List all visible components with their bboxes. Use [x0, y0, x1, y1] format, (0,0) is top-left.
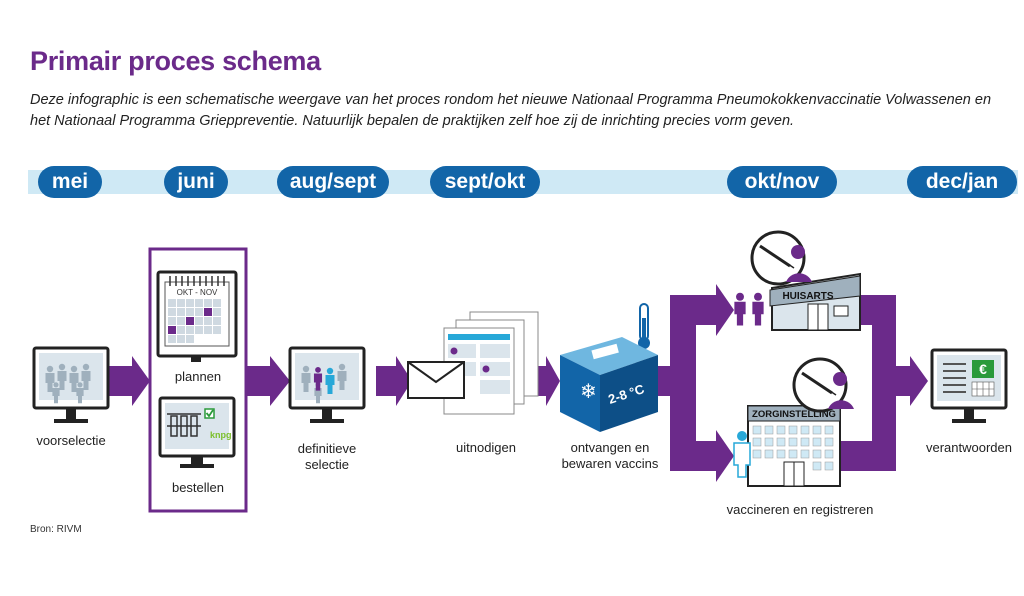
vaccine-cooler: ❄ 2-8 °C	[560, 337, 658, 432]
calendar-header: OKT - NOV	[177, 288, 218, 297]
month-dec-jan: dec/jan	[907, 166, 1017, 198]
pharmacy-logo: knpg	[210, 430, 232, 440]
vaccination-zorginstelling-icon	[792, 357, 854, 413]
arrow-uitnodigen-to-cooler	[536, 356, 560, 406]
label-vaccineren-registreren: vaccineren en registreren	[726, 502, 874, 517]
monitor-bestellen: knpg	[158, 396, 236, 468]
label-definitieve-line2: selectie	[304, 457, 350, 472]
monitor-voorselectie	[32, 346, 110, 423]
vaccine-vials-icon	[167, 413, 201, 437]
join-bottom	[840, 441, 890, 471]
month-sept-okt: sept/okt	[430, 166, 540, 198]
month-mei: mei	[38, 166, 102, 198]
month-aug-sept: aug/sept	[277, 166, 389, 198]
fork-vertical	[670, 295, 696, 471]
label-bestellen: bestellen	[171, 480, 225, 495]
monitor-definitieve-selectie	[288, 346, 366, 423]
checkbox-icon	[204, 408, 215, 419]
intro-text: Deze infographic is een schematische wee…	[30, 92, 992, 129]
arrow-to-huisarts	[696, 284, 734, 336]
thermometer-icon	[638, 303, 650, 349]
nurse-icon	[733, 431, 751, 478]
arrow-definitieve-to-uitnodigen	[376, 356, 412, 406]
calculator-icon	[971, 381, 995, 397]
label-plannen: plannen	[174, 369, 222, 384]
label-definitieve-selectie: definitieve selectie	[280, 441, 374, 473]
label-uitnodigen: uitnodigen	[456, 440, 516, 455]
zorginstelling-building: ZORGINSTELLING	[747, 405, 841, 487]
arrow-juni-to-definitieve	[246, 356, 290, 406]
huisarts-label: HUISARTS	[782, 291, 833, 302]
monitor-plannen: OKT - NOV	[156, 270, 238, 362]
zorginstelling-label: ZORGINSTELLING	[752, 409, 836, 420]
arrow-to-verantwoorden	[896, 356, 928, 406]
source-credit: Bron: RIVM	[30, 524, 82, 535]
label-ontvangen-bewaren: ontvangen en bewaren vaccins	[552, 440, 668, 472]
monitor-verantwoorden: €	[930, 348, 1008, 423]
label-ontvangen-line2: bewaren vaccins	[561, 456, 659, 471]
arrow-to-zorginstelling	[696, 430, 734, 482]
month-juni: juni	[164, 166, 228, 198]
svg-text:€: €	[979, 361, 987, 377]
calendar-icon: OKT - NOV	[164, 276, 230, 347]
huisarts-building: HUISARTS	[734, 272, 861, 331]
month-okt-nov: okt/nov	[727, 166, 837, 198]
envelope-icon	[407, 361, 465, 399]
page-title: Primair proces schema	[30, 46, 321, 76]
label-verantwoorden: verantwoorden	[926, 440, 1012, 455]
label-definitieve-line1: definitieve	[297, 441, 357, 456]
snowflake-icon: ❄	[580, 379, 597, 403]
arrow-voorselectie-to-juni	[108, 356, 150, 406]
label-ontvangen-line1: ontvangen en	[570, 440, 650, 455]
patients-icon	[734, 292, 764, 326]
label-voorselectie: voorselectie	[36, 433, 106, 448]
vaccination-huisarts-icon	[750, 230, 812, 286]
euro-icon	[972, 360, 994, 378]
